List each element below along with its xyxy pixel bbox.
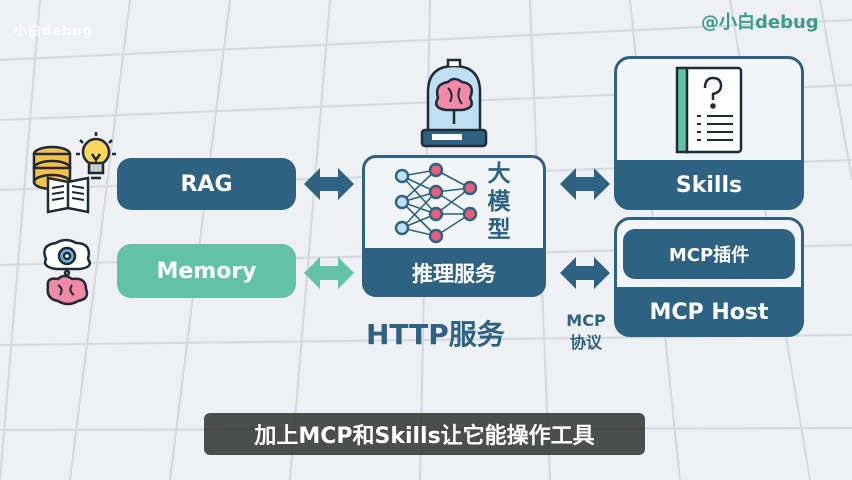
memory-node: Memory [117, 244, 296, 298]
http-service-label: HTTP服务 [366, 318, 505, 351]
neural-network-icon [394, 162, 478, 244]
brain-in-jar-icon [420, 58, 488, 148]
video-subtitle: 加上MCP和Skills让它能操作工具 [204, 413, 645, 455]
watermark-text: 小白debug [14, 24, 93, 39]
database-book-icon [32, 145, 90, 214]
lightbulb-icon [76, 132, 116, 180]
mcp-protocol-line2: 协议 [569, 333, 602, 352]
mcp-protocol-line1: MCP [566, 311, 606, 330]
brain-memory-icon [43, 238, 91, 306]
model-char: 大 [487, 161, 511, 187]
skills-node: Skills [614, 160, 804, 210]
model-skills-arrow [560, 168, 610, 200]
mcp-protocol-label: MCP 协议 [556, 310, 616, 354]
document-question-icon [675, 66, 743, 154]
inference-service-label: 推理服务 [362, 248, 546, 297]
model-label: 大 模 型 [485, 160, 513, 244]
memory-model-arrow [304, 257, 354, 289]
model-mcp-arrow [560, 257, 610, 289]
rag-node: RAG [117, 158, 296, 210]
mcp-plugin-node: MCP插件 [623, 229, 795, 279]
model-char: 型 [487, 217, 511, 243]
brand-handle: @小白debug [701, 12, 819, 33]
mcp-host-node: MCP Host [614, 287, 804, 337]
rag-model-arrow [304, 168, 354, 200]
model-char: 模 [487, 189, 511, 215]
